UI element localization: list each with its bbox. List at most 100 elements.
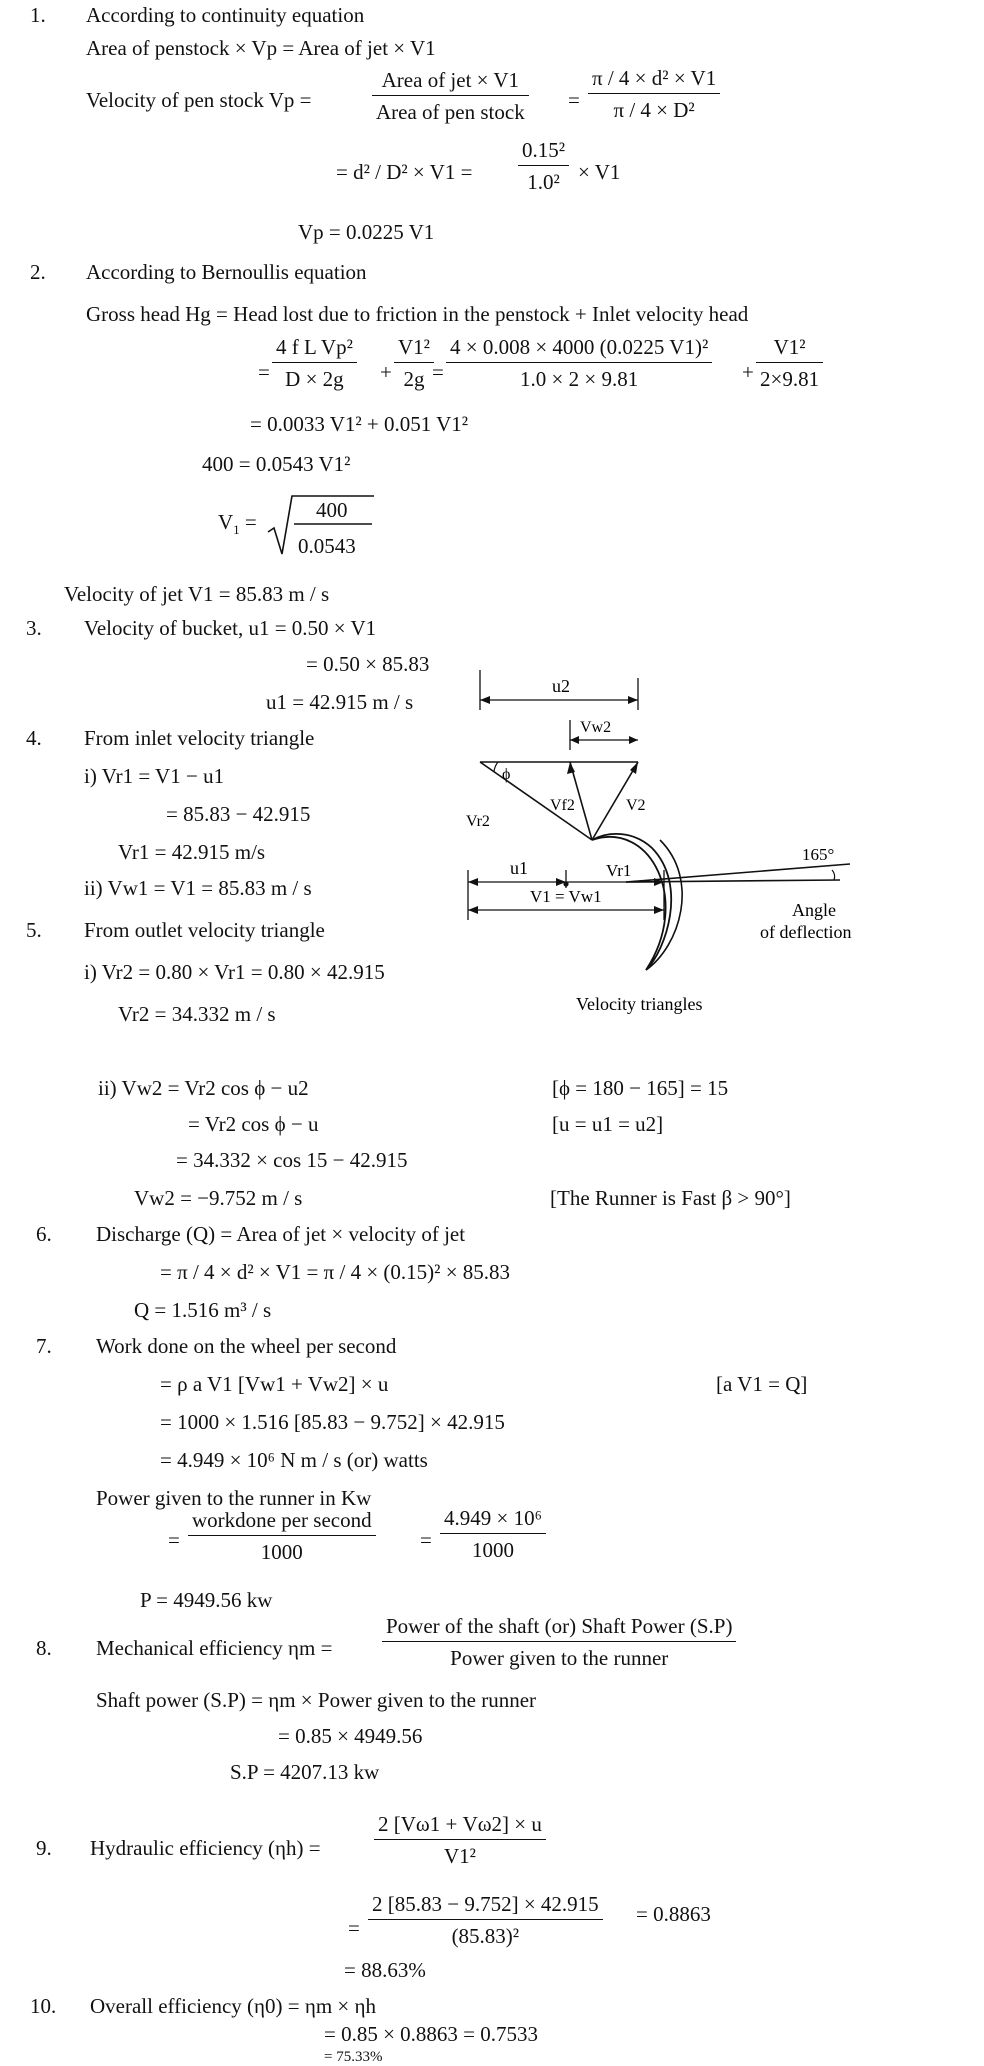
equation-line: Q = 1.516 m³ / s: [134, 1298, 272, 1322]
equation-line: = ρ a V1 [Vw1 + Vw2] × u: [160, 1372, 389, 1396]
item-number: 10.: [30, 1994, 57, 2018]
denominator: 1.0²: [527, 170, 560, 194]
step-title: According to Bernoullis equation: [86, 260, 367, 284]
label-v1-vw1: V1 = Vw1: [530, 887, 602, 906]
equation-line: = d² / D² × V1 =: [336, 160, 473, 184]
side-note: [ϕ = 180 − 165] = 15: [552, 1076, 729, 1100]
numerator: π / 4 × d² × V1: [588, 68, 721, 94]
equation-line: = 34.332 × cos 15 − 42.915: [176, 1148, 408, 1172]
item-number: 1.: [30, 3, 46, 27]
equation-line: u1 = 42.915 m / s: [266, 690, 414, 714]
step-title: According to continuity equation: [86, 3, 365, 27]
numerator: 0.15²: [518, 140, 570, 166]
equation-line: Velocity of jet V1 = 85.83 m / s: [64, 582, 330, 606]
equation-line: = 75.33%: [324, 2049, 383, 2065]
equals-sign: =: [432, 360, 444, 384]
item-number: 3.: [26, 616, 42, 640]
label-u2: u2: [552, 676, 570, 696]
fraction: 0.15² 1.0²: [518, 140, 570, 194]
fraction: V1² 2g: [394, 337, 434, 390]
denominator: 2×9.81: [760, 367, 820, 391]
label-vf2: Vf2: [550, 797, 575, 814]
step-title: From outlet velocity triangle: [84, 918, 325, 942]
item-number: 9.: [36, 1836, 52, 1860]
fraction: 2 [85.83 − 9.752] × 42.915 (85.83)²: [368, 1894, 603, 1947]
equation-line: i) Vr2 = 0.80 × Vr1 = 0.80 × 42.915: [84, 960, 385, 984]
denominator: V1²: [443, 1844, 476, 1868]
equation-line: Power given to the runner in Kw: [96, 1486, 372, 1510]
label-phi: ϕ: [502, 766, 510, 783]
v1-equals: V1 =: [218, 510, 257, 538]
equation-line: Vr2 = 34.332 m / s: [118, 1002, 276, 1026]
equals-sign: =: [348, 1916, 360, 1940]
item-number: 7.: [36, 1334, 52, 1358]
label-v2: V2: [626, 797, 646, 814]
equation-line: × V1: [578, 160, 621, 184]
equation-line: ii) Vw1 = V1 = 85.83 m / s: [84, 876, 312, 900]
numerator: 4 f L Vp²: [272, 337, 357, 363]
equation-line: 400 = 0.0543 V1²: [202, 452, 351, 476]
item-number: 5.: [26, 918, 42, 942]
equation-line: = 0.85 × 0.8863 = 0.7533: [324, 2022, 539, 2046]
fraction: 4 f L Vp² D × 2g: [272, 337, 357, 390]
equation-line: Vw2 = −9.752 m / s: [134, 1186, 303, 1210]
square-root-sign: [267, 495, 374, 555]
denominator: 1000: [471, 1538, 514, 1562]
denominator: 0.0543: [298, 534, 356, 558]
equation-line: = Vr2 cos ϕ − u: [188, 1112, 319, 1136]
step-title: Work done on the wheel per second: [96, 1334, 397, 1358]
equation-line: Velocity of pen stock Vp =: [86, 88, 312, 112]
equation-line: Overall efficiency (η0) = ηm × ηh: [90, 1994, 376, 2018]
denominator: 2g: [403, 367, 425, 391]
fraction: π / 4 × d² × V1 π / 4 × D²: [588, 68, 721, 122]
equation-line: Vp = 0.0225 V1: [298, 220, 435, 244]
plus-sign: +: [742, 360, 754, 384]
equation-line: = 0.50 × 85.83: [306, 652, 430, 676]
numerator: workdone per second: [188, 1510, 376, 1536]
numerator: V1²: [394, 337, 434, 363]
numerator: V1²: [756, 337, 824, 363]
item-number: 6.: [36, 1222, 52, 1246]
step-title: From inlet velocity triangle: [84, 726, 315, 750]
equation-line: = 1000 × 1.516 [85.83 − 9.752] × 42.915: [160, 1410, 505, 1434]
item-number: 2.: [30, 260, 46, 284]
side-note: [a V1 = Q]: [716, 1372, 808, 1396]
label-angle-word: Angle: [792, 900, 836, 920]
equation-line: Area of penstock × Vp = Area of jet × V1: [86, 36, 436, 60]
numerator: 4.949 × 10⁶: [440, 1508, 546, 1534]
fraction: 2 [Vω1 + Vω2] × u V1²: [374, 1814, 546, 1867]
equation-line: = 4.949 × 10⁶ N m / s (or) watts: [160, 1448, 428, 1472]
item-number: 8.: [36, 1636, 52, 1660]
equation-line: Gross head Hg = Head lost due to frictio…: [86, 302, 749, 326]
equals-sign: =: [258, 360, 270, 384]
numerator: 2 [85.83 − 9.752] × 42.915: [368, 1894, 603, 1920]
equation-line: P = 4949.56 kw: [140, 1588, 273, 1612]
fraction: 4.949 × 10⁶ 1000: [440, 1508, 546, 1561]
item-number: 4.: [26, 726, 42, 750]
numerator: 400: [316, 498, 348, 522]
fraction: V1² 2×9.81: [756, 337, 824, 391]
label-vr2: Vr2: [466, 813, 490, 830]
label-vw2: Vw2: [580, 719, 611, 736]
equation-line: Vr1 = 42.915 m/s: [118, 840, 266, 864]
denominator: Area of pen stock: [376, 100, 525, 124]
result: = 0.8863: [636, 1902, 711, 1926]
numerator: 4 × 0.008 × 4000 (0.0225 V1)²: [446, 337, 713, 363]
equation-line: = 88.63%: [344, 1958, 426, 1982]
denominator: π / 4 × D²: [613, 98, 695, 122]
denominator: (85.83)²: [451, 1924, 520, 1948]
equation-line: ii) Vw2 = Vr2 cos ϕ − u2: [98, 1076, 309, 1100]
diagram-caption: Velocity triangles: [576, 994, 702, 1014]
fraction: 4 × 0.008 × 4000 (0.0225 V1)² 1.0 × 2 × …: [446, 337, 713, 391]
label-of-deflection: of deflection: [760, 922, 851, 942]
velocity-triangles-diagram: u2 Vw2 ϕ Vr2 Vf2 V2 165° Angle of deflec…: [466, 670, 851, 1014]
denominator: 1.0 × 2 × 9.81: [520, 367, 639, 391]
equation-line: Discharge (Q) = Area of jet × velocity o…: [96, 1222, 466, 1246]
equation-line: = 85.83 − 42.915: [166, 802, 311, 826]
numerator: 2 [Vω1 + Vω2] × u: [374, 1814, 546, 1840]
numerator: Area of jet × V1: [372, 70, 529, 96]
equation-line: Shaft power (S.P) = ηm × Power given to …: [96, 1688, 537, 1712]
equation-line: Velocity of bucket, u1 = 0.50 × V1: [84, 616, 377, 640]
plus-sign: +: [380, 360, 392, 384]
label-angle: 165°: [802, 845, 834, 864]
